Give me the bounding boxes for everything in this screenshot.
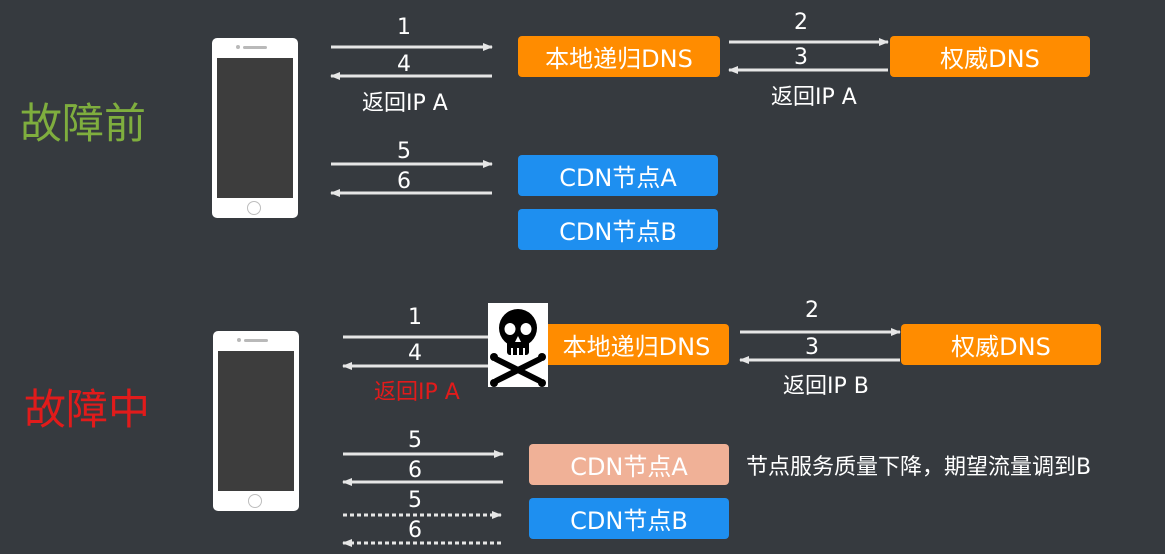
title-during: 故障中 (24, 385, 151, 434)
smartphone-icon (212, 38, 298, 218)
authoritative-dns-box: 权威DNS (890, 36, 1090, 77)
step-label-5: 5 (408, 488, 422, 513)
return-ip-label: 返回IP B (783, 374, 869, 399)
cdn-node-b-box: CDN节点B (518, 209, 718, 250)
step-label-2: 2 (794, 10, 808, 35)
step-label-6: 6 (408, 518, 422, 543)
cdn-node-a-degraded-box: CDN节点A (529, 444, 729, 485)
degradation-note: 节点服务质量下降，期望流量调到B (746, 455, 1092, 480)
skull-crossbones-icon (488, 303, 548, 387)
step-label-1: 1 (397, 15, 411, 40)
step-label-4: 4 (408, 341, 422, 366)
title-before: 故障前 (20, 99, 147, 148)
step-label-3: 3 (794, 45, 808, 70)
step-label-2: 2 (805, 298, 819, 323)
return-ip-label: 返回IP A (771, 85, 857, 110)
step-label-4: 4 (397, 52, 411, 77)
smartphone-icon (213, 331, 299, 511)
step-label-3: 3 (805, 335, 819, 360)
return-ip-label-stale: 返回IP A (374, 380, 460, 405)
local-recursive-dns-box: 本地递归DNS (530, 324, 729, 365)
step-label-6: 6 (397, 169, 411, 194)
step-label-5: 5 (397, 139, 411, 164)
return-ip-label: 返回IP A (362, 91, 448, 116)
step-label-6: 6 (408, 458, 422, 483)
cdn-node-b-box: CDN节点B (529, 498, 729, 539)
step-label-1: 1 (408, 305, 422, 330)
step-label-5: 5 (408, 428, 422, 453)
local-recursive-dns-box: 本地递归DNS (518, 36, 720, 77)
authoritative-dns-box: 权威DNS (901, 324, 1101, 365)
cdn-node-a-box: CDN节点A (518, 155, 718, 196)
